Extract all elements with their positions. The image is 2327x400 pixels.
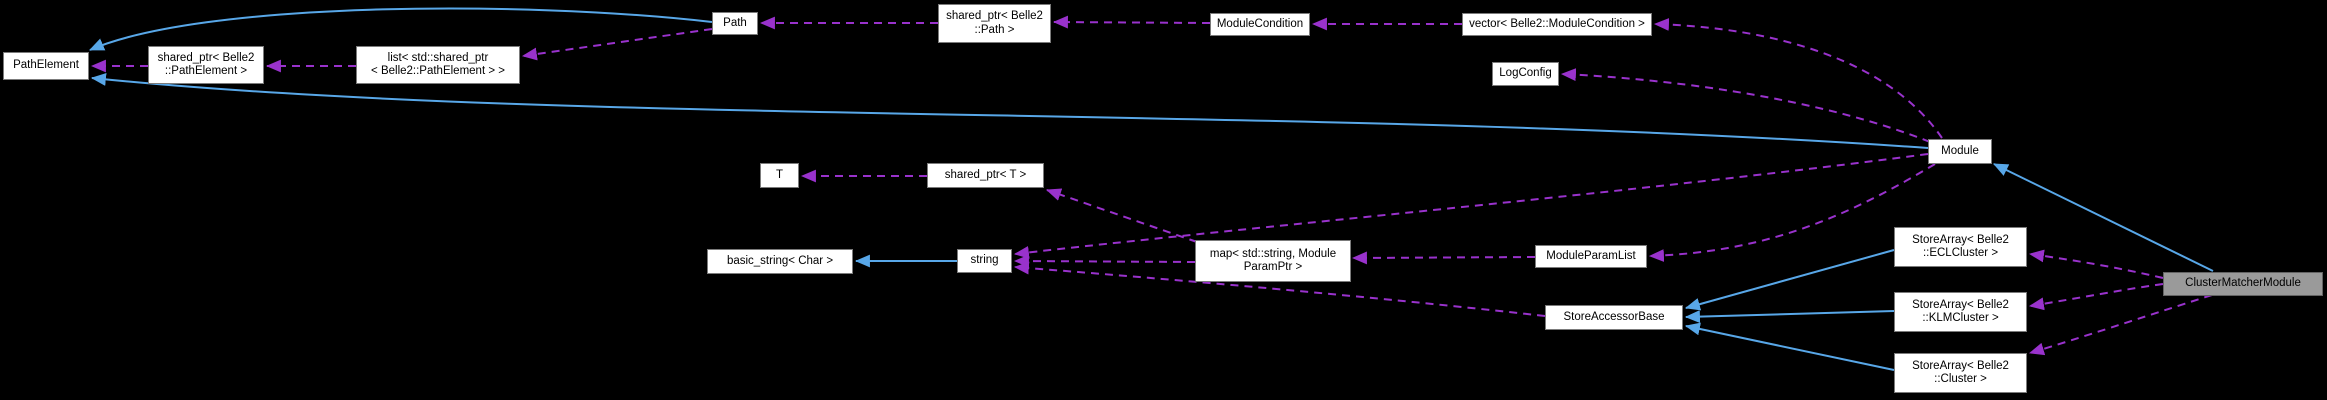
node-string[interactable]: string <box>957 249 1012 273</box>
node-store-array-ecl[interactable]: StoreArray< Belle2 ::ECLCluster > <box>1894 227 2027 267</box>
usage-edge-cluster-matcher-module-to-store-array-klm <box>2028 283 2164 311</box>
usage-edge-module-param-list-to-map-module-param <box>1351 251 1536 265</box>
inheritance-edge-store-array-ecl-to-store-accessor-base <box>1684 249 1895 311</box>
node-path-element[interactable]: PathElement <box>3 52 89 80</box>
node-module-param-list[interactable]: ModuleParamList <box>1535 245 1647 268</box>
usage-edge-map-module-param-to-string <box>1013 254 1196 268</box>
node-list-shared-ptr-path-element[interactable]: list< std::shared_ptr < Belle2::PathElem… <box>356 46 520 84</box>
usage-edge-store-accessor-base-to-string <box>1013 261 1546 317</box>
node-path[interactable]: Path <box>712 12 758 35</box>
node-shared-ptr-path-element[interactable]: shared_ptr< Belle2 ::PathElement > <box>148 46 264 84</box>
edges-group <box>89 7 2214 371</box>
inheritance-edge-cluster-matcher-module-to-module <box>1993 163 2214 272</box>
node-basic-string-char[interactable]: basic_string< Char > <box>707 249 853 274</box>
usage-edge-module-to-log-config <box>1560 68 1931 143</box>
inheritance-edge-store-array-klm-to-store-accessor-base <box>1684 310 1895 324</box>
node-shared-ptr-t[interactable]: shared_ptr< T > <box>927 163 1044 188</box>
node-shared-ptr-path[interactable]: shared_ptr< Belle2 ::Path > <box>938 4 1051 43</box>
usage-edge-module-to-string <box>1013 153 1929 259</box>
usage-edge-map-module-param-to-shared-ptr-t <box>1045 188 1198 243</box>
usage-edge-module-to-vector-module-condition <box>1653 18 1943 139</box>
usage-edge-cluster-matcher-module-to-store-array-ecl <box>2028 249 2164 279</box>
node-store-accessor-base[interactable]: StoreAccessorBase <box>1545 305 1683 330</box>
inheritance-edge-module-to-path-element <box>90 73 1929 149</box>
inheritance-edge-path-to-path-element <box>89 7 713 51</box>
usage-edge-cluster-matcher-module-to-store-array-cluster <box>2028 294 2213 356</box>
usage-edge-module-condition-to-shared-ptr-path <box>1052 15 1211 29</box>
usage-edge-module-to-module-param-list <box>1648 163 1936 262</box>
node-store-array-cluster[interactable]: StoreArray< Belle2 ::Cluster > <box>1894 353 2027 393</box>
inheritance-edge-store-array-cluster-to-store-accessor-base <box>1684 322 1895 371</box>
node-log-config[interactable]: LogConfig <box>1492 62 1559 86</box>
node-cluster-matcher-module[interactable]: ClusterMatcherModule <box>2163 272 2323 296</box>
node-vector-module-condition[interactable]: vector< Belle2::ModuleCondition > <box>1462 13 1652 36</box>
node-module[interactable]: Module <box>1928 139 1992 164</box>
node-map-module-param[interactable]: map< std::string, Module ParamPtr > <box>1195 240 1351 282</box>
usage-edge-path-to-list-shared-ptr-path-element <box>521 28 713 61</box>
node-store-array-klm[interactable]: StoreArray< Belle2 ::KLMCluster > <box>1894 292 2027 332</box>
node-t[interactable]: T <box>760 163 799 188</box>
node-module-condition[interactable]: ModuleCondition <box>1210 13 1310 36</box>
